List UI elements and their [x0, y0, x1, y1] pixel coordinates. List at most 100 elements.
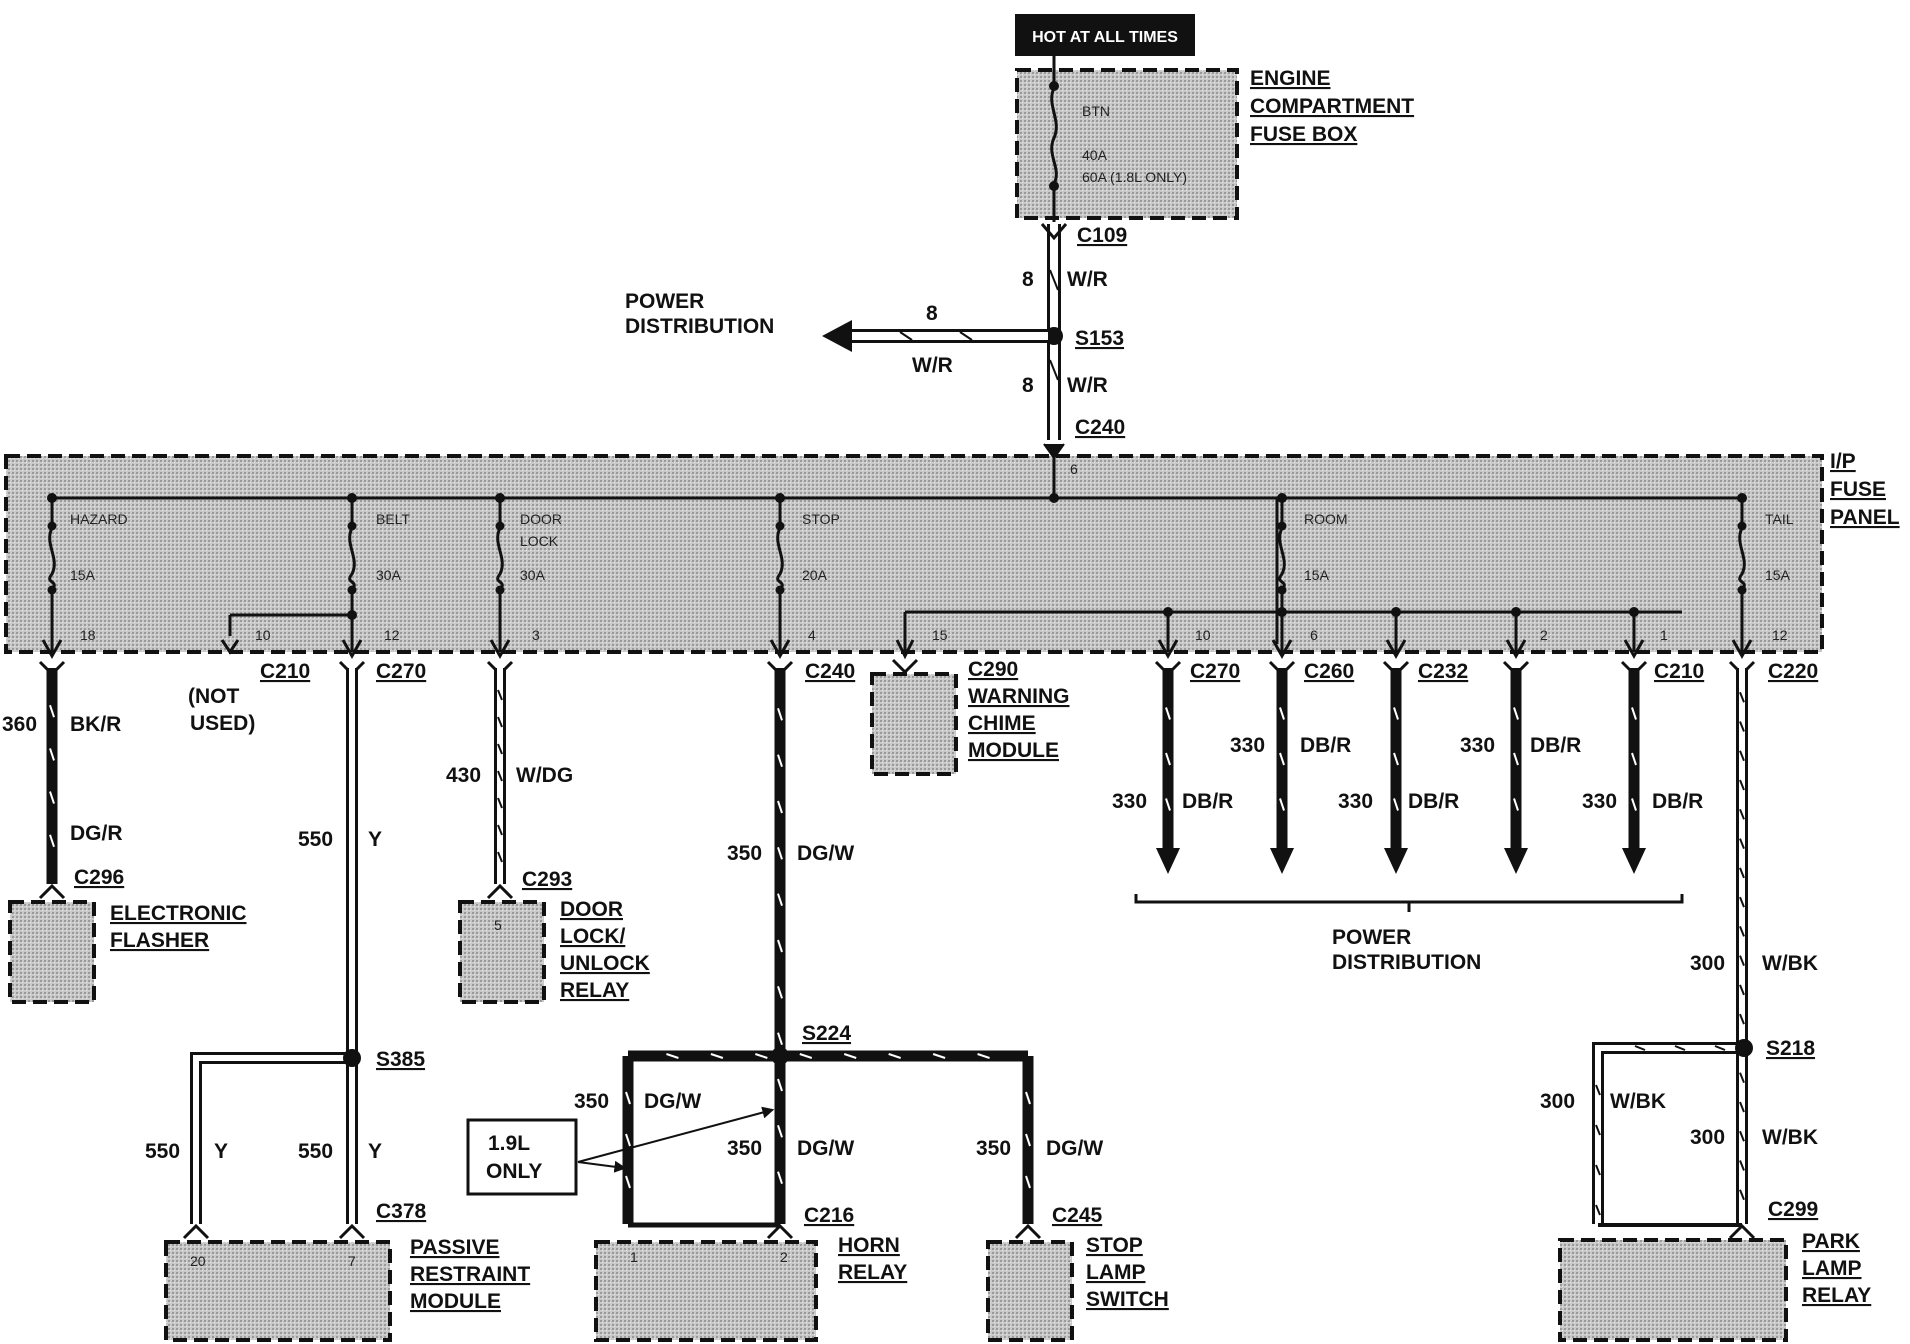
- fuse-1: [347, 493, 357, 652]
- fuse-hazard-name: HAZARD: [70, 511, 128, 527]
- s224-splice: [771, 1047, 789, 1065]
- w330-circuit-4: 330: [1338, 790, 1373, 813]
- only-19l-note-box: [466, 1118, 578, 1196]
- fuse-room-name: ROOM: [1304, 511, 1348, 527]
- w330-color-2: DB/R: [1530, 734, 1581, 757]
- fuse-belt-name: BELT: [376, 511, 410, 527]
- fuse-box-name-2: COMPARTMENT: [1250, 95, 1414, 118]
- passive-restraint-2: RESTRAINT: [410, 1263, 530, 1286]
- wire-300-wbk-branch: [1592, 1042, 1736, 1224]
- wire-330-dbr-3: [1510, 668, 1522, 850]
- door-lock-pin: 5: [494, 917, 502, 933]
- power-distribution-arrow-4: [1622, 848, 1646, 874]
- power-distribution-right-1: POWER: [1332, 926, 1411, 949]
- c216-label: C216: [804, 1204, 854, 1227]
- w330-circuit-1: 330: [1230, 734, 1265, 757]
- power-distribution-left-1: POWER: [625, 290, 704, 313]
- panel-pin-arrow-icon: [895, 639, 915, 660]
- panel-pin-arrow-icon: [1731, 639, 1753, 660]
- wire-360-bkr: [46, 668, 58, 884]
- w330-color-5: DB/R: [1652, 790, 1703, 813]
- not-used-1: (NOT: [188, 685, 239, 708]
- horn-relay-2: RELAY: [838, 1261, 907, 1284]
- w300-color-right: W/BK: [1762, 1126, 1818, 1149]
- c270-a-label: C270: [376, 660, 426, 683]
- w330-circuit-2: 330: [1460, 734, 1495, 757]
- output-wires: [38, 658, 1756, 1240]
- w430-circuit: 430: [446, 764, 481, 787]
- w300-circuit-left: 300: [1540, 1090, 1575, 1113]
- fuse-box-name-3: FUSE BOX: [1250, 123, 1357, 146]
- c293-label: C293: [522, 868, 572, 891]
- ip-panel-name-2: FUSE: [1830, 478, 1886, 501]
- pin-belt-12: 12: [384, 627, 400, 643]
- s224-label: S224: [802, 1022, 851, 1045]
- btn-fuse-name: BTN: [1082, 103, 1110, 119]
- fuse-hazard-rating: 15A: [70, 567, 96, 583]
- fuse-tail-rating: 15A: [1765, 567, 1791, 583]
- wire-350-dgw-left: [622, 1056, 634, 1224]
- passive-restraint-3: MODULE: [410, 1290, 501, 1313]
- horn-relay-1: HORN: [838, 1234, 900, 1257]
- panel-pin-arrow-icon: [1505, 639, 1527, 660]
- c220-label: C220: [1768, 660, 1818, 683]
- s385-splice: [343, 1049, 361, 1067]
- pin-room-10: 10: [1195, 627, 1211, 643]
- s218-splice: [1735, 1039, 1753, 1057]
- wire-8-left-color: W/R: [912, 354, 953, 377]
- door-lock-relay-2: LOCK/: [560, 925, 625, 948]
- wire-330-dbr-4: [1628, 668, 1640, 850]
- fuse-room-rating: 15A: [1304, 567, 1330, 583]
- c378-label: C378: [376, 1200, 427, 1223]
- w550-color-top: Y: [368, 828, 382, 851]
- pin-tail: 12: [1772, 627, 1788, 643]
- fuse-stop-rating: 20A: [802, 567, 828, 583]
- pin-room-6: 6: [1310, 627, 1318, 643]
- w550-circuit-top: 550: [298, 828, 333, 851]
- door-lock-relay-3: UNLOCK: [560, 952, 650, 975]
- fuse-stop-name: STOP: [802, 511, 840, 527]
- w330-color-1: DB/R: [1300, 734, 1351, 757]
- w330-color-4: DB/R: [1408, 790, 1459, 813]
- w330-color-3: DB/R: [1182, 790, 1233, 813]
- s218-label: S218: [1766, 1037, 1815, 1060]
- passive-pin-7: 7: [348, 1253, 356, 1269]
- pin-doorlock: 3: [532, 627, 540, 643]
- wire-8-lower-circuit: 8: [1022, 374, 1034, 397]
- power-distribution-arrow-0: [1156, 848, 1180, 874]
- s153-splice: [1045, 327, 1063, 345]
- s385-label: S385: [376, 1048, 425, 1071]
- wire-550-y-branch: [190, 1052, 346, 1224]
- pin-belt-10: 10: [255, 627, 271, 643]
- w360-color2: DG/R: [70, 822, 123, 845]
- panel-pin-arrow-icon: [220, 639, 240, 655]
- w550-circuit-right: 550: [298, 1140, 333, 1163]
- passive-restraint-box: [164, 1240, 392, 1342]
- c232-label: C232: [1418, 660, 1468, 683]
- panel-pin-arrow-icon: [41, 639, 63, 660]
- engine-fuse-box: BTN 40A 60A (1.8L ONLY): [1015, 56, 1239, 222]
- w350-circuit-left: 350: [574, 1090, 609, 1113]
- panel-pin-arrow-icon: [769, 639, 791, 660]
- wire-350-dgw-horizontal: [628, 1050, 1028, 1062]
- w550-color-left: Y: [214, 1140, 228, 1163]
- power-distribution-arrow-2: [1384, 848, 1408, 874]
- wire-330-dbr-2: [1390, 668, 1402, 850]
- w350-circuit-right: 350: [976, 1137, 1011, 1160]
- c210-b-label: C210: [1654, 660, 1704, 683]
- wire-8-left-circuit: 8: [926, 302, 938, 325]
- pin-chime: 15: [932, 627, 948, 643]
- wire-430-wdg: [494, 668, 506, 884]
- btn-fuse-rating-alt: 60A (1.8L ONLY): [1082, 169, 1187, 185]
- pin-room-1: 1: [1660, 627, 1668, 643]
- ip-panel-name-1: I/P: [1830, 450, 1856, 473]
- power-distribution-arrow-1: [1270, 848, 1294, 874]
- c245-connector-icon: [1014, 1223, 1042, 1240]
- wire-330-dbr-0: [1162, 668, 1174, 850]
- pin-room-2: 2: [1540, 627, 1548, 643]
- c296-connector-icon: [38, 883, 66, 900]
- wire-8-wr-left: [822, 320, 1048, 352]
- not-used-2: USED): [190, 712, 255, 735]
- wire-300-wbk-main: [1736, 668, 1748, 1224]
